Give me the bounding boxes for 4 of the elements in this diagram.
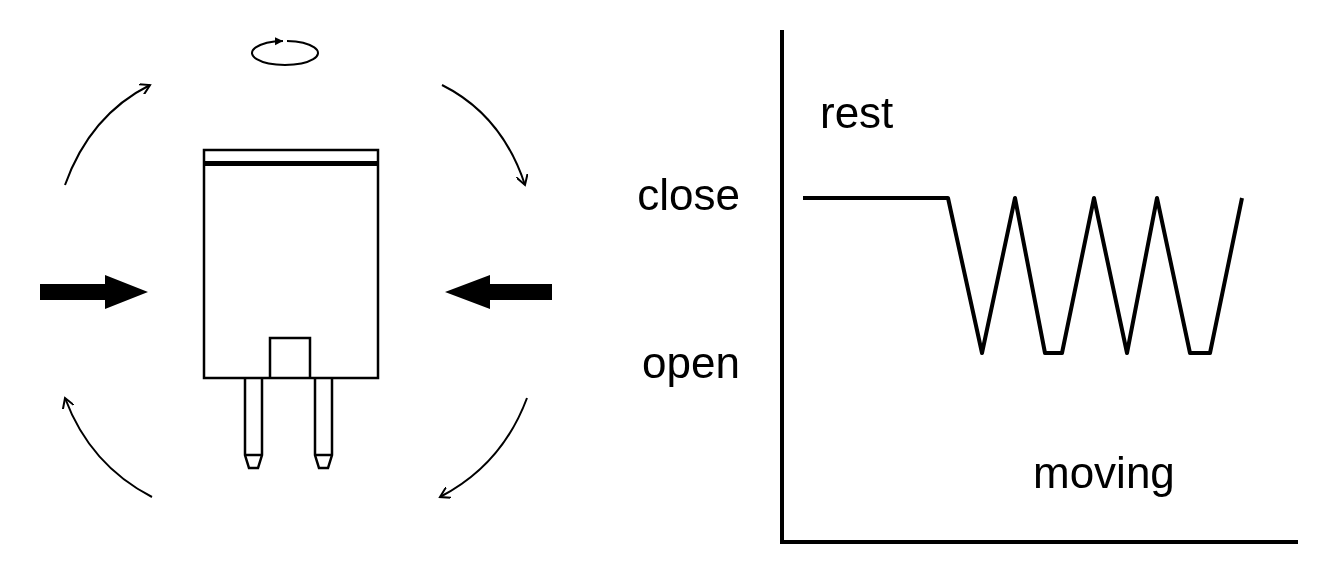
state-label: moving	[1033, 448, 1175, 498]
axis-label: open	[642, 338, 740, 388]
axis-label: close	[637, 170, 740, 220]
state-label: rest	[820, 88, 894, 138]
